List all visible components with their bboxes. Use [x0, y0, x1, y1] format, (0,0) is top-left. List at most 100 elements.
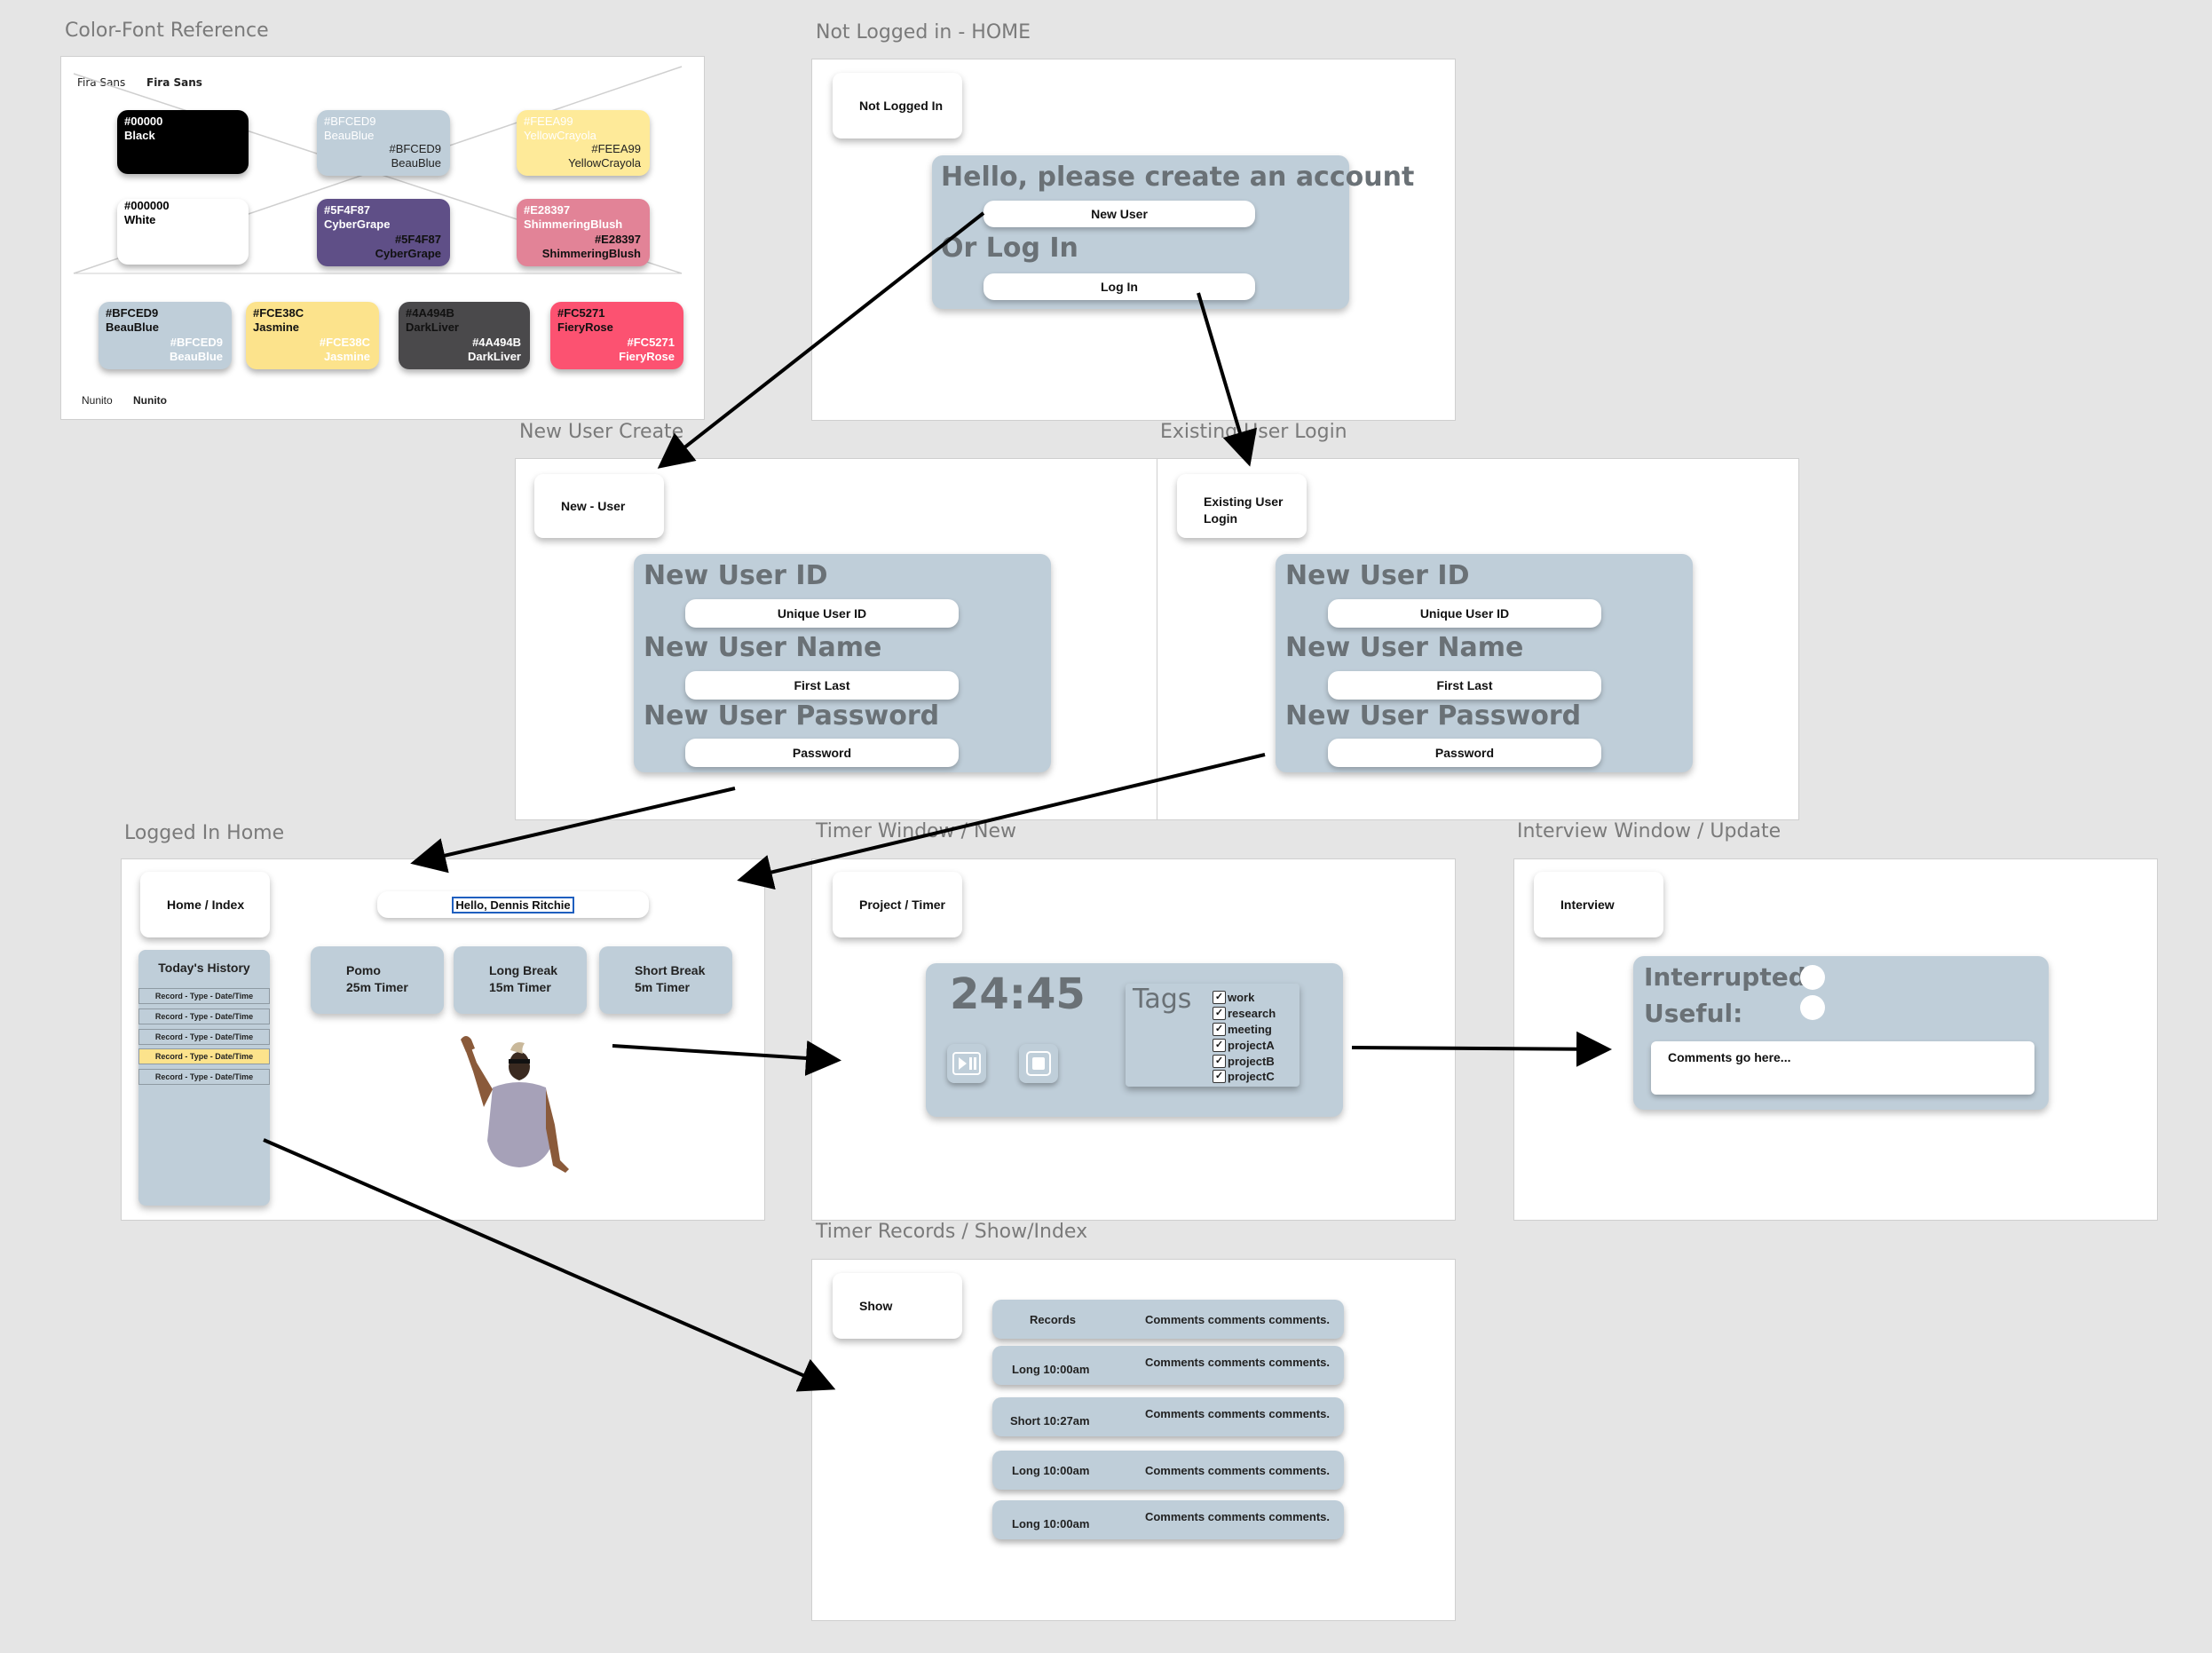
checkbox-checked-icon: ✓ [1213, 1055, 1226, 1068]
user-password-label: New User Password [644, 700, 940, 732]
card-line-1: Existing User [1204, 494, 1284, 509]
login-id-label: New User ID [1285, 560, 1470, 591]
record-comments: Comments comments comments. [1144, 1509, 1330, 1523]
interrupted-label: Interrupted: [1644, 962, 1816, 992]
card-line-2: Login [1204, 511, 1238, 526]
record-type-time: Short 10:27am [1010, 1413, 1090, 1428]
font-sample-nunito-bold: Nunito [133, 394, 167, 407]
record-type-time: Long 10:00am [1012, 1362, 1090, 1376]
user-password-input[interactable]: Password [685, 739, 959, 767]
history-row-highlighted[interactable]: Record - Type - Date/Time [138, 1048, 270, 1064]
login-name-input[interactable]: First Last [1328, 671, 1601, 700]
login-form-panel [1276, 554, 1693, 772]
frame-title-new-user-create: New User Create [519, 421, 684, 443]
login-button[interactable]: Log In [984, 273, 1255, 300]
long-break-button[interactable]: Long Break 15m Timer [454, 946, 587, 1014]
frame-title-interview-window: Interview Window / Update [1517, 820, 1781, 842]
login-name-label: New User Name [1285, 632, 1524, 663]
user-name-input[interactable]: First Last [685, 671, 959, 700]
record-type-time: Long 10:00am [1012, 1516, 1090, 1530]
user-name-label: New User Name [644, 632, 882, 663]
tag-label: projectB [1228, 1055, 1275, 1068]
page-label-card: Not Logged In [833, 73, 962, 138]
record-comments: Comments comments comments. [1144, 1406, 1330, 1420]
record-type-time: Long 10:00am [1012, 1463, 1090, 1477]
record-row[interactable]: Short 10:27am Comments comments comments. [992, 1397, 1344, 1436]
tag-checkbox-projecta[interactable]: ✓projectA [1213, 1038, 1275, 1053]
frame-title-logged-home: Logged In Home [124, 822, 285, 844]
records-header-row: Records Comments comments comments. [992, 1300, 1344, 1339]
history-row[interactable]: Record - Type - Date/Time [138, 1069, 270, 1085]
tag-label: projectC [1228, 1070, 1275, 1083]
stop-icon [1026, 1051, 1051, 1076]
greeting-text: Hello, Dennis Ritchie [452, 896, 574, 914]
or-login-label: Or Log In [941, 233, 1078, 264]
tag-checkbox-projectc[interactable]: ✓projectC [1213, 1069, 1275, 1084]
tag-label: projectA [1228, 1039, 1275, 1052]
comments-header-label: Comments comments comments. [1144, 1312, 1330, 1326]
record-row[interactable]: Long 10:00am Comments comments comments. [992, 1451, 1344, 1490]
history-row[interactable]: Record - Type - Date/Time [138, 1008, 270, 1024]
record-row[interactable]: Long 10:00am Comments comments comments. [992, 1500, 1344, 1539]
login-id-input[interactable]: Unique User ID [1328, 599, 1601, 628]
page-label-card: Project / Timer [833, 872, 962, 937]
comments-textarea[interactable]: Comments go here... [1651, 1041, 2034, 1095]
long-break-duration: 15m Timer [489, 980, 551, 994]
play-pause-button[interactable] [947, 1044, 986, 1083]
checkbox-checked-icon: ✓ [1213, 991, 1226, 1004]
font-sample-nunito-regular: Nunito [82, 394, 113, 407]
interrupted-radio[interactable] [1800, 965, 1825, 990]
tag-checkbox-work[interactable]: ✓work [1213, 990, 1254, 1005]
waving-person-image [461, 1036, 569, 1173]
tags-label: Tags [1133, 984, 1192, 1015]
history-row[interactable]: Record - Type - Date/Time [138, 988, 270, 1004]
long-break-label: Long Break [489, 963, 558, 977]
tag-checkbox-projectb[interactable]: ✓projectB [1213, 1054, 1275, 1069]
play-pause-icon [952, 1052, 981, 1075]
create-account-prompt: Hello, please create an account [941, 162, 1415, 193]
record-comments: Comments comments comments. [1144, 1355, 1330, 1369]
user-id-input[interactable]: Unique User ID [685, 599, 959, 628]
checkbox-checked-icon: ✓ [1213, 1023, 1226, 1036]
records-header-label: Records [1030, 1312, 1077, 1326]
font-sample-bold: Fira Sans [146, 76, 202, 89]
page-label-card: Show [833, 1273, 962, 1339]
record-row[interactable]: Long 10:00am Comments comments comments. [992, 1346, 1344, 1385]
frame-title-existing-login: Existing User Login [1160, 421, 1347, 443]
tag-label: research [1228, 1007, 1276, 1020]
frame-title-not-logged-home: Not Logged in - HOME [816, 21, 1031, 44]
history-row[interactable]: Record - Type - Date/Time [138, 1029, 270, 1045]
login-password-input[interactable]: Password [1328, 739, 1601, 767]
page-label-card: Interview [1534, 872, 1663, 937]
history-title: Today's History [158, 961, 250, 975]
stop-button[interactable] [1019, 1044, 1058, 1083]
new-user-button[interactable]: New User [984, 201, 1255, 227]
checkbox-checked-icon: ✓ [1213, 1070, 1226, 1083]
tag-checkbox-research[interactable]: ✓research [1213, 1006, 1276, 1021]
login-password-label: New User Password [1285, 700, 1582, 732]
frame-title-color-font: Color-Font Reference [65, 20, 269, 42]
tag-checkbox-meeting[interactable]: ✓meeting [1213, 1022, 1272, 1037]
useful-radio[interactable] [1800, 995, 1825, 1020]
page-label-card: New - User [534, 474, 664, 538]
useful-label: Useful: [1644, 999, 1743, 1028]
greeting-bar: Hello, Dennis Ritchie [377, 891, 649, 918]
short-break-label: Short Break [635, 963, 706, 977]
record-comments: Comments comments comments. [1144, 1463, 1330, 1477]
tag-label: work [1228, 991, 1255, 1004]
checkbox-checked-icon: ✓ [1213, 1039, 1226, 1052]
pomo-label: Pomo [346, 963, 381, 977]
